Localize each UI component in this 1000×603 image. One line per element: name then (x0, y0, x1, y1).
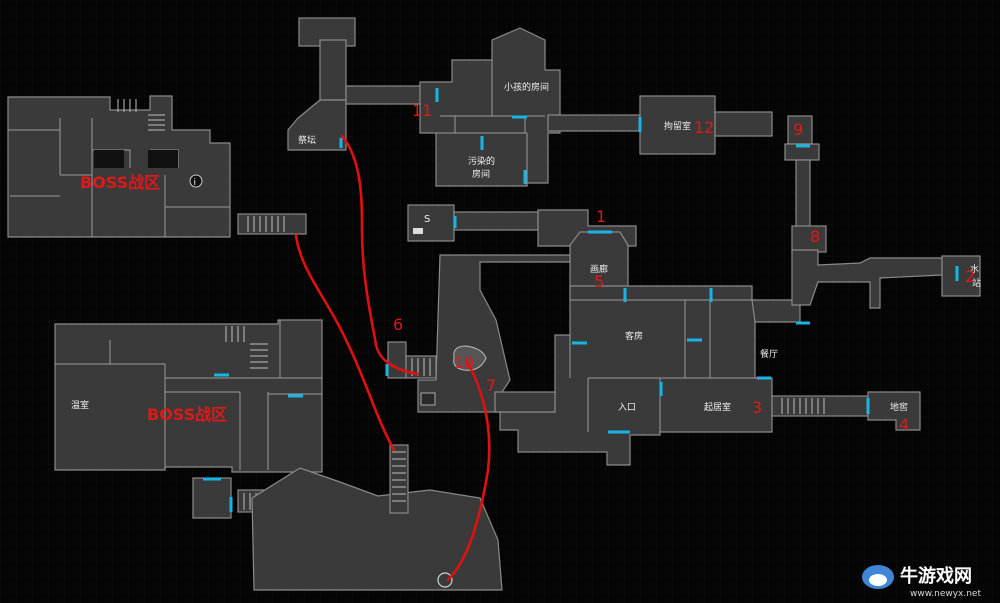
room-label-detention: 拘留室 (664, 120, 691, 132)
marker-12: 12 (694, 118, 714, 137)
marker-10: 10 (454, 353, 474, 372)
room-label-greenhouse: 温室 (71, 399, 89, 411)
room-label-altar: 祭坛 (298, 134, 316, 146)
marker-8: 8 (810, 227, 820, 246)
boss-area-top-pit-2 (148, 150, 178, 168)
boss-area-bottom (54, 319, 323, 519)
info-icon-glyph: i (194, 178, 197, 188)
room-label-polluted-2: 房间 (472, 168, 490, 180)
room-label-dining: 餐厅 (760, 348, 778, 360)
marker-7: 7 (486, 376, 496, 395)
room-label-polluted-1: 污染的 (468, 155, 495, 167)
save-marker: S (424, 214, 430, 225)
marker-5: 5 (594, 272, 604, 291)
marker-2: 2 (965, 267, 975, 286)
watermark-logo-face (869, 574, 887, 586)
route-10-to-well (446, 358, 491, 582)
marker-3: 3 (752, 398, 762, 417)
marker-11: 11 (412, 101, 432, 120)
gallery-wing: S (407, 204, 637, 301)
route-boss-to-stairs (294, 233, 396, 452)
room-label-guest-room: 客房 (625, 330, 643, 342)
room-label-water-1: 水 (970, 263, 979, 275)
boss-area-top: i (7, 95, 307, 238)
marker-4: 4 (899, 415, 909, 434)
room-label-gallery: 画廊 (590, 263, 608, 275)
marker-6: 6 (393, 315, 403, 334)
watermark-url: www.newyx.net (910, 589, 981, 599)
altar-wing (287, 17, 641, 187)
room-label-water-2: 站 (972, 277, 981, 289)
room-label-cellar: 地窖 (890, 401, 908, 413)
room-label-kids-room: 小孩的房间 (504, 81, 549, 93)
watermark: 牛游戏网 www.newyx.net (862, 565, 981, 599)
east-corridor (784, 115, 981, 309)
save-icon (413, 228, 423, 234)
main-mansion (494, 285, 921, 466)
boss-zone-label-top: BOSS战区 (80, 173, 160, 192)
boss-zone-label-bottom: BOSS战区 (147, 405, 227, 424)
info-icon (189, 174, 203, 188)
route-altar-to-6 (340, 134, 420, 376)
statue-area (453, 345, 487, 371)
room-label-entrance: 入口 (618, 402, 636, 413)
well-circle (437, 572, 453, 588)
marker-1: 1 (596, 207, 606, 226)
crate (420, 392, 436, 406)
watermark-name: 牛游戏网 (900, 565, 972, 587)
room-label-living-room: 起居室 (704, 401, 731, 413)
boss-area-top-pit (94, 150, 124, 168)
detention-wing (638, 95, 773, 155)
marker-9: 9 (793, 120, 803, 139)
underground-area (251, 444, 503, 591)
